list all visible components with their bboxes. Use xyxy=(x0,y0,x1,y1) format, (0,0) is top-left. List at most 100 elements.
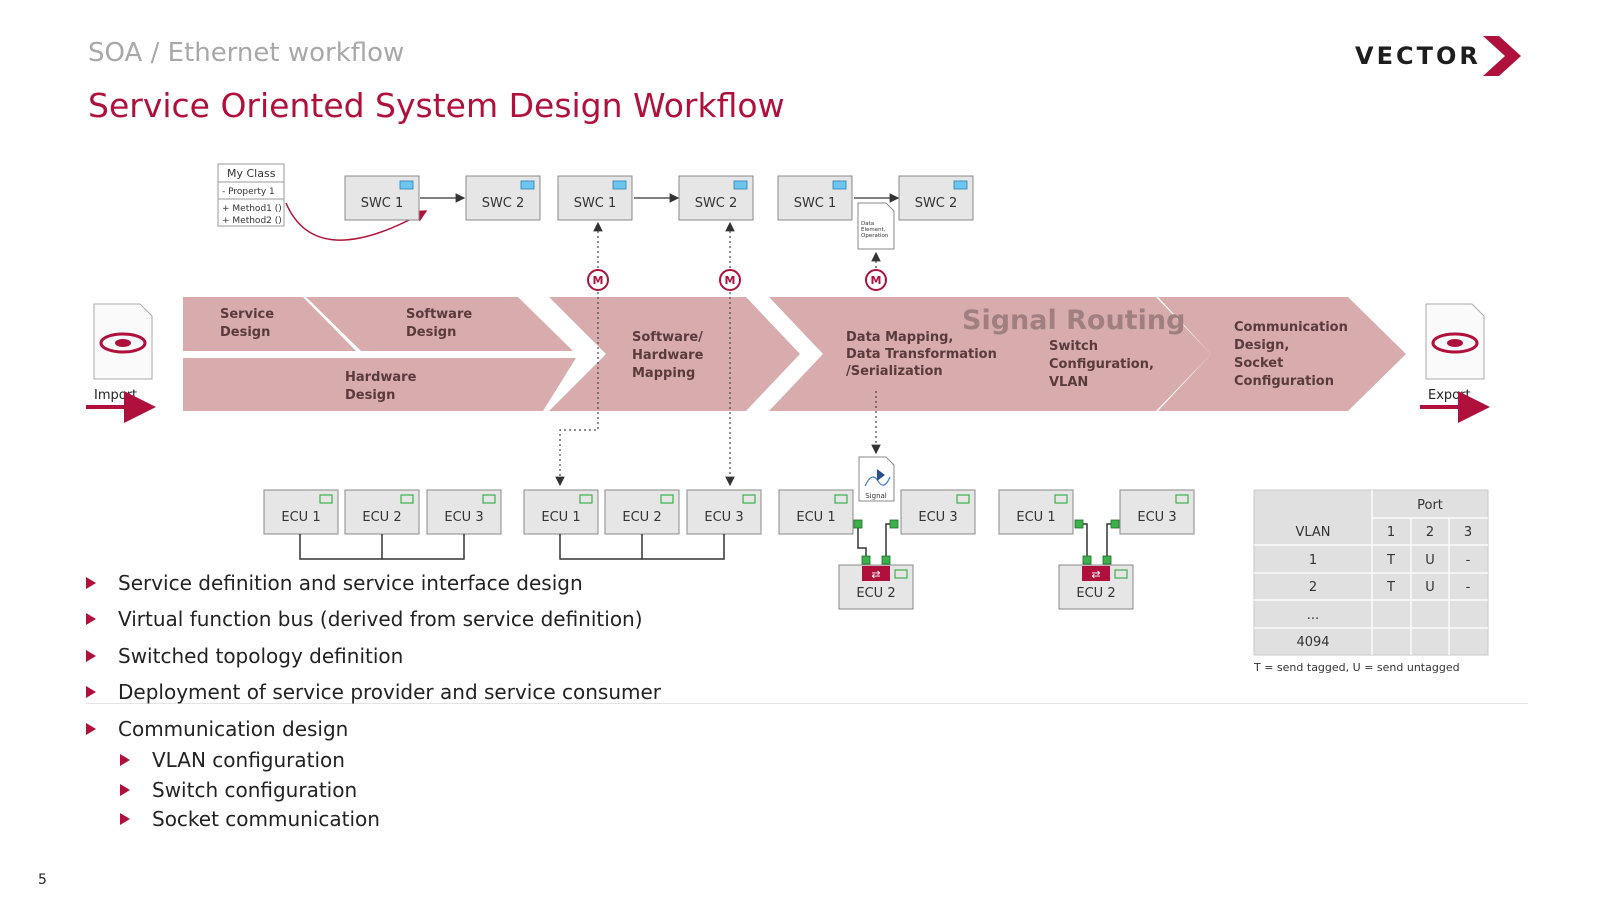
svg-text:ECU 1: ECU 1 xyxy=(1016,510,1055,525)
bullet-triangle-icon xyxy=(86,612,96,625)
bullet-text: Switched topology definition xyxy=(118,644,404,668)
svg-text:ECU 3: ECU 3 xyxy=(918,510,957,525)
bullet-item: Deployment of service provider and servi… xyxy=(86,680,661,704)
stage-service-design xyxy=(183,297,356,351)
vlan-table-header: VLAN xyxy=(1295,525,1330,540)
stage-label-data-mapping: Data Mapping, Data Transformation /Seria… xyxy=(846,330,1001,379)
stage-label-software-design: Software Design xyxy=(406,307,477,340)
svg-text:+ Method1 (): + Method1 () xyxy=(222,204,282,214)
bullet-text: Switch configuration xyxy=(152,778,358,802)
bullet-list: Service definition and service interface… xyxy=(86,571,986,841)
stage-label-hardware-design: Hardware Design xyxy=(345,370,421,403)
svg-text:My Class: My Class xyxy=(227,167,276,180)
bullet-triangle-icon xyxy=(120,783,130,796)
ecu-box: ECU 2 xyxy=(344,489,420,535)
page-number: 5 xyxy=(38,872,47,888)
svg-text:SWC 2: SWC 2 xyxy=(915,196,958,211)
svg-text:ECU 1: ECU 1 xyxy=(281,510,320,525)
switch-icons: ⇄ ⇄ xyxy=(862,566,1110,581)
mapping-badge: M xyxy=(719,269,741,291)
svg-text:M: M xyxy=(593,274,604,287)
stage-sw-hw-mapping xyxy=(549,297,800,411)
bullet-item: Switch configuration xyxy=(120,778,357,802)
import-document-icon xyxy=(93,303,153,380)
svg-text:ECU 3: ECU 3 xyxy=(704,510,743,525)
svg-text:Signal: Signal xyxy=(865,492,887,500)
ecu-box: ECU 3 xyxy=(900,489,976,535)
bullet-triangle-icon xyxy=(86,685,96,698)
class-to-swc-arrow xyxy=(285,202,428,241)
bullet-triangle-icon xyxy=(86,576,96,589)
stage-switch-config xyxy=(961,297,1211,411)
uml-class-box: My Class - Property 1 + Method1 () + Met… xyxy=(217,163,285,227)
svg-text:SWC 2: SWC 2 xyxy=(482,196,525,211)
bullet-text: VLAN configuration xyxy=(152,748,345,772)
svg-text:ECU 2: ECU 2 xyxy=(362,510,401,525)
vlan-table-port-header: Port xyxy=(1417,498,1443,513)
stage-hardware-design xyxy=(183,358,576,411)
vlan-table-cell: 4094 xyxy=(1296,635,1329,650)
vlan-table-cell: - xyxy=(1466,580,1471,595)
ecu-box: ECU 1 xyxy=(778,489,854,535)
page-title: Service Oriented System Design Workflow xyxy=(88,86,785,125)
data-element-document-icon: Data Element, Operation xyxy=(857,202,895,250)
vlan-table-cell: U xyxy=(1425,553,1435,568)
vlan-table-cell: - xyxy=(1466,553,1471,568)
process-chevrons xyxy=(183,297,1406,411)
svg-text:ECU 2: ECU 2 xyxy=(856,586,895,601)
stage-label-sw-hw-mapping: Software/ Hardware Mapping xyxy=(632,330,708,381)
workflow-diagram: Service Design Software Design Hardware … xyxy=(86,163,1528,704)
svg-text:SWC 1: SWC 1 xyxy=(574,196,617,211)
signal-routing-label: Signal Routing xyxy=(962,305,1185,336)
export-label: Export xyxy=(1428,388,1471,403)
bullet-item: Communication design xyxy=(86,717,348,741)
bullet-text: Deployment of service provider and servi… xyxy=(118,680,662,704)
svg-text:ECU 1: ECU 1 xyxy=(541,510,580,525)
bullet-item: Service definition and service interface… xyxy=(86,571,583,595)
svg-text:ECU 1: ECU 1 xyxy=(796,510,835,525)
svg-text:Data: Data xyxy=(861,221,874,227)
swc-box: SWC 1 xyxy=(777,175,853,221)
ecu-box: ECU 1 xyxy=(998,489,1074,535)
vlan-table-cell: 2 xyxy=(1309,580,1317,595)
ecu-box: ECU 1 xyxy=(523,489,599,535)
bullet-triangle-icon xyxy=(86,649,96,662)
svg-text:Operation: Operation xyxy=(861,233,889,239)
svg-text:SWC 2: SWC 2 xyxy=(695,196,738,211)
dotted-mapping-lines xyxy=(555,221,881,487)
stage-data-mapping xyxy=(769,297,1019,411)
mapping-badge: M xyxy=(865,269,887,291)
vlan-table-header: 2 xyxy=(1426,525,1434,540)
vlan-table-header: 1 xyxy=(1387,525,1395,540)
vlan-table-cell: 1 xyxy=(1309,553,1317,568)
ecu-box: ECU 1 xyxy=(263,489,339,535)
swc-box: SWC 2 xyxy=(678,175,754,221)
bus-lines xyxy=(299,534,725,560)
signal-document-icon: Signal xyxy=(858,456,895,502)
export-document-icon xyxy=(1425,303,1485,380)
svg-text:+ Method2 (): + Method2 () xyxy=(222,216,282,226)
svg-text:M: M xyxy=(725,274,736,287)
logo-wordmark: VECTOR xyxy=(1355,42,1481,70)
vlan-table-cell: ... xyxy=(1307,608,1319,623)
vlan-table-legend: T = send tagged, U = send untagged xyxy=(1253,661,1460,674)
vlan-table-cell: T xyxy=(1386,553,1395,568)
bullet-item: Switched topology definition xyxy=(86,644,403,668)
svg-text:ECU 2: ECU 2 xyxy=(1076,586,1115,601)
svg-text:SWC 1: SWC 1 xyxy=(361,196,404,211)
vector-logo: VECTOR xyxy=(1355,36,1525,80)
svg-text:⇄: ⇄ xyxy=(871,568,880,581)
import-label: Import xyxy=(94,388,137,403)
bullet-item: Socket communication xyxy=(120,807,380,831)
vlan-table-header: 3 xyxy=(1464,525,1472,540)
stage-software-design xyxy=(306,297,573,351)
mapping-badges: M M M xyxy=(587,269,887,291)
bullet-text: Service definition and service interface… xyxy=(118,571,583,595)
swc-box: SWC 2 xyxy=(898,175,974,221)
switch-links xyxy=(857,523,1115,560)
bullet-triangle-icon xyxy=(86,722,96,735)
bullet-triangle-icon xyxy=(120,812,130,825)
svg-text:ECU 2: ECU 2 xyxy=(622,510,661,525)
